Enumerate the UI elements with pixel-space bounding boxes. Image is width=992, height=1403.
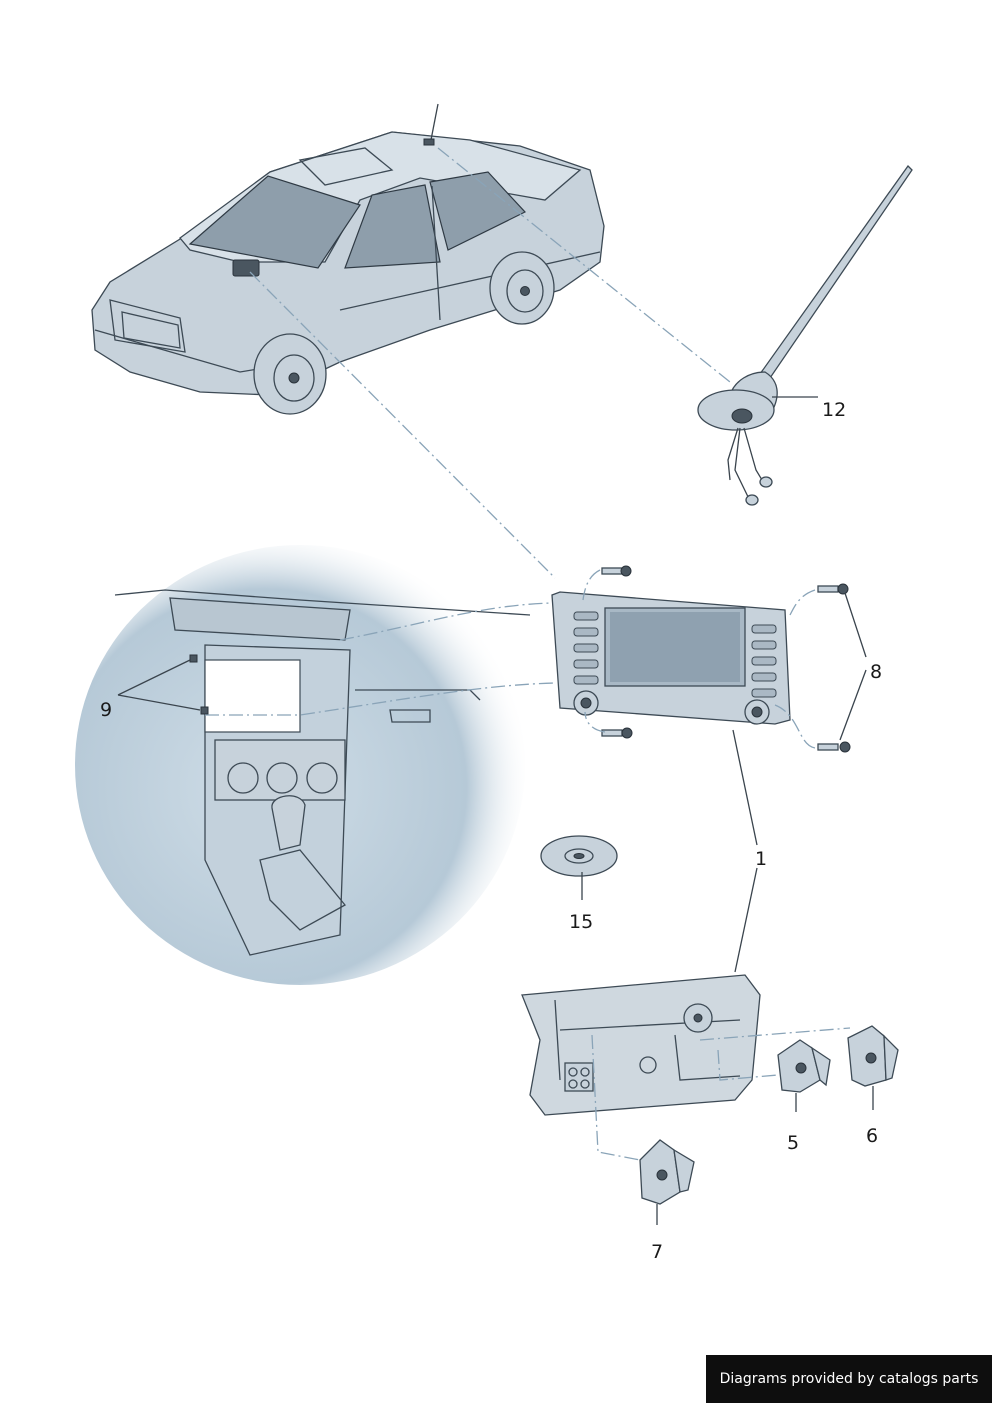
car-illustration (91, 103, 605, 415)
roof-antenna (697, 164, 913, 506)
radio-navigation-unit (551, 591, 791, 725)
callout-12: 12 (822, 399, 847, 421)
mounting-frame (521, 974, 761, 1116)
callout-9: 9 (100, 699, 113, 721)
callout-7: 7 (651, 1241, 664, 1263)
connection-lines (205, 147, 851, 1161)
callout-8: 8 (870, 661, 883, 683)
callout-6: 6 (866, 1125, 879, 1147)
attribution-text: Diagrams provided by catalogs parts (719, 1371, 979, 1387)
screws (601, 565, 851, 753)
navigation-disc (540, 835, 618, 877)
callout-5: 5 (787, 1132, 800, 1154)
clip-5 (777, 1039, 831, 1093)
attribution-banner: Diagrams provided by catalogs parts (706, 1355, 992, 1403)
callout-15: 15 (569, 911, 594, 933)
leader-lines (117, 396, 874, 1225)
clip-6 (847, 1025, 899, 1087)
dashboard-interior (75, 545, 531, 985)
callout-1: 1 (755, 848, 768, 870)
clip-7 (639, 1139, 695, 1205)
